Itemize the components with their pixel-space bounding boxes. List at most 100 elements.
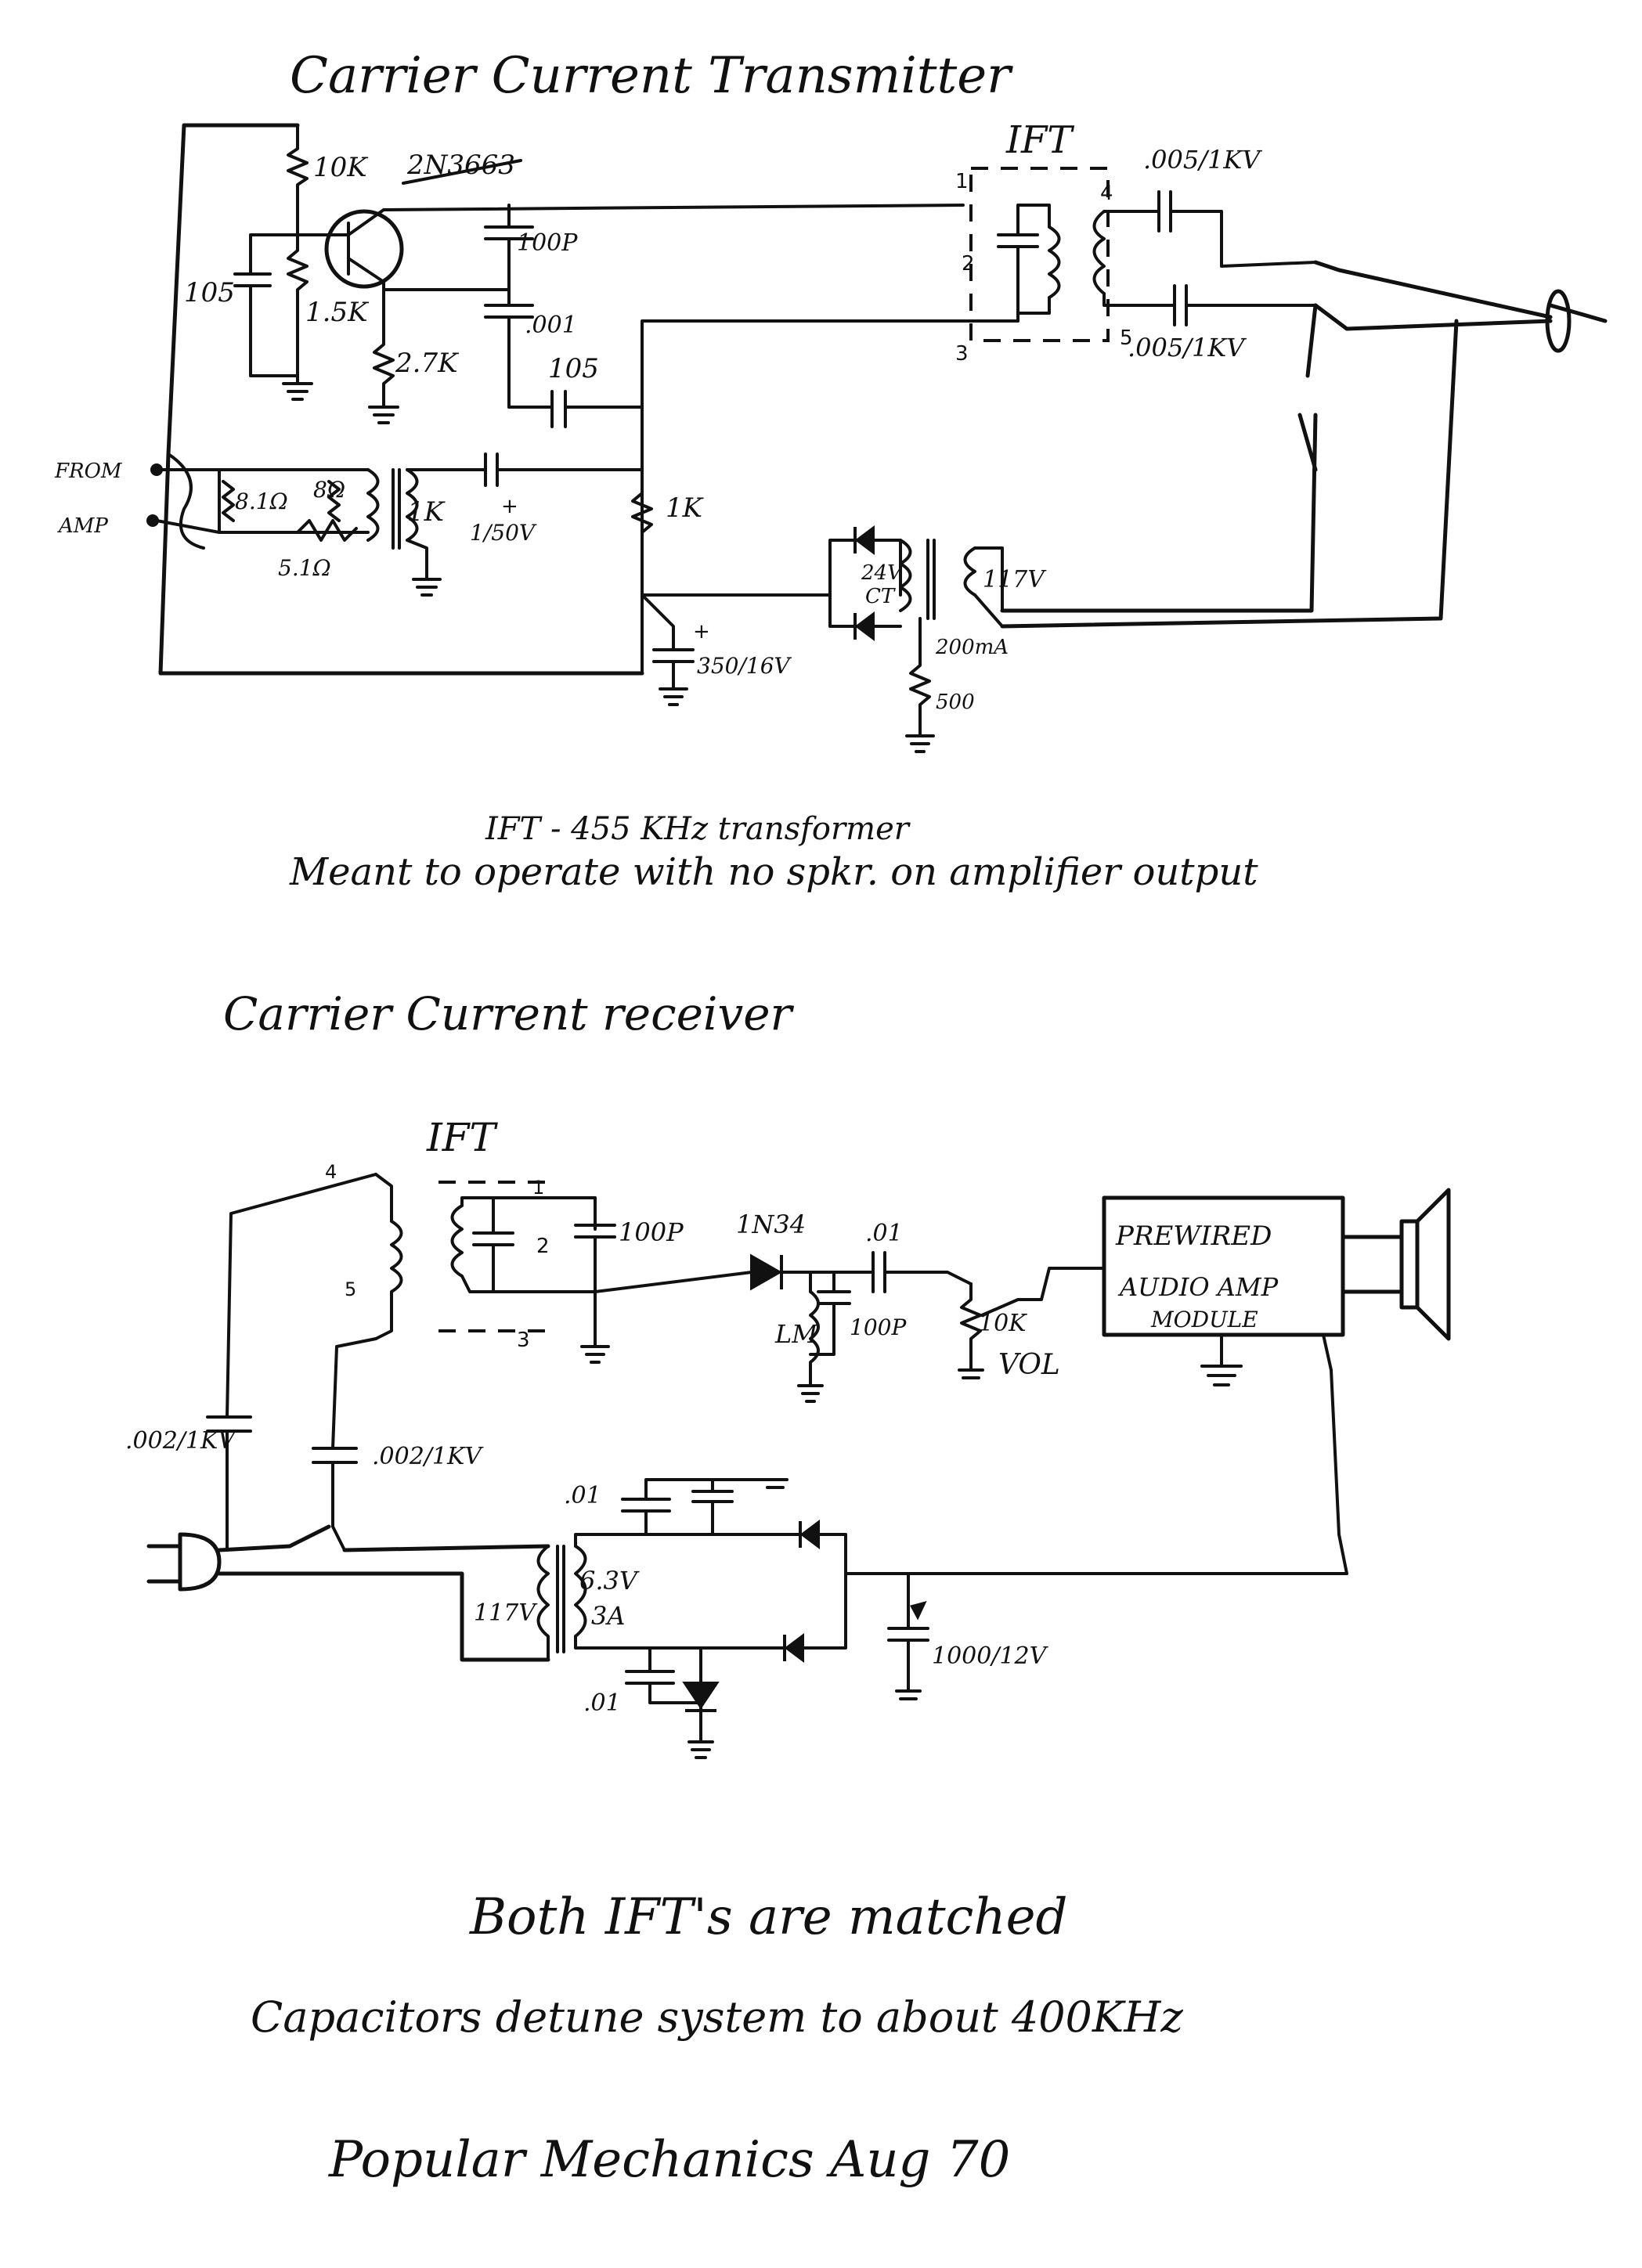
transmitter-title: Carrier Current Transmitter [290,47,1013,105]
tx-resistor-1k [631,468,653,597]
tx-output-cable [1313,260,1608,331]
tx-label-5-1: 5.1Ω [278,555,331,581]
rx-label-100p: 100P [619,1217,684,1247]
rx-label-002-b: .002/1KV [372,1443,484,1470]
tx-label-001: .001 [525,312,577,339]
rx-cap-polarity [910,1600,927,1621]
rx-diode-bottom [783,1633,804,1663]
tx-label-24v: 24V [861,561,904,585]
rx-speaker [1341,1188,1451,1341]
rx-diode-top [799,1520,820,1549]
tx-label-2-7k: 2.7K [395,348,460,379]
tx-capacitor-105b [507,390,644,428]
tx-label-ct: CT [865,585,896,608]
rx-power-switch [217,1524,550,1662]
tx-ift-pin1: 1 [955,170,969,193]
tx-input-loop [167,453,205,550]
tx-label-1-50: 1/50V [470,520,537,546]
rx-label-01-a: .01 [564,1482,601,1509]
tx-diode-bottom [853,611,875,641]
tx-ift-primary [997,204,1061,323]
rx-amp-power-wire [868,1333,1348,1575]
rx-diode-lower [682,1682,720,1712]
rx-label-1000: 1000/12V [932,1642,1049,1670]
tx-filter-cap-wire [641,593,832,706]
rx-label-01-top: .01 [865,1220,903,1247]
rx-label-6-3v: 6.3V [579,1566,640,1596]
tx-capacitor-005-bot [1102,284,1317,326]
tx-emitter-wire [368,280,511,424]
tx-resistor-8-1 [222,480,235,522]
tx-note-operate: Meant to operate with no spkr. on amplif… [289,850,1258,894]
tx-capacitor-100p [484,204,534,409]
tx-label-1k: 1K [666,492,705,524]
rx-pin3: 3 [517,1329,530,1352]
receiver-title: Carrier Current receiver [223,987,795,1040]
tx-capacitor-005-top [1102,190,1317,268]
tx-label-amp: AMP [57,514,108,538]
rx-amp-label-3: MODULE [1150,1307,1258,1332]
tx-label-200ma: 200mA [935,636,1009,659]
tx-ift-pin2: 2 [962,252,975,276]
rx-label-3a: 3A [591,1601,625,1631]
rx-pin1: 1 [532,1177,544,1199]
transmitter-diagram: Carrier Current Transmitter 10K 2N3663 1… [54,47,1608,894]
tx-resistor-500 [905,617,935,753]
rx-pin2: 2 [536,1235,550,1258]
note-source: Popular Mechanics Aug 70 [328,2131,1010,2189]
rx-ift-secondary [450,1196,597,1293]
rx-label-002-a: .002/1KV [125,1427,237,1455]
tx-label-8-1: 8.1Ω [235,489,288,514]
tx-label-from: FROM [54,460,123,483]
notes-section: Both IFT's are matched Capacitors detune… [251,1888,1183,2189]
tx-power-transformer [899,539,1004,628]
tx-transistor-2n3663 [324,209,404,289]
rx-label-1n34: 1N34 [736,1210,806,1239]
rx-capacitor-100p [574,1196,616,1364]
tx-diode-top [853,525,875,555]
rx-pin4: 4 [325,1161,337,1183]
rx-capacitor-1000 [887,1572,929,1700]
tx-ift-box [969,167,1110,342]
note-detune: Capacitors detune system to about 400KHz [251,1992,1183,2042]
tx-capacitor-1-50 [484,453,644,487]
rx-rectifier-wire [821,1533,871,1650]
tx-label-117v: 117V [983,566,1047,593]
rx-pin5: 5 [345,1278,356,1300]
tx-input-transformer [366,468,487,597]
rx-volume-pot [958,1267,1106,1379]
tx-label-350: 350/16V [697,653,792,679]
tx-left-rail [158,123,644,676]
tx-transistor-underline [402,159,522,185]
rx-label-vol: VOL [998,1349,1060,1381]
tx-note-ift: IFT - 455 KHz transformer [485,811,911,847]
tx-resistor-1-5k [282,233,313,401]
tx-label-105b: 105 [548,353,599,384]
rx-power-transformer [536,1533,824,1661]
rx-label-01-b: .01 [583,1689,621,1717]
tx-ift-pin4: 4 [1100,182,1113,205]
rx-label-ift: IFT [426,1115,498,1160]
tx-transistor-leads [347,204,965,283]
tx-label-ift: IFT [1005,118,1074,162]
tx-label-1k-transformer: 1K [407,496,446,528]
tx-label-1-5k: 1.5K [305,297,370,328]
rx-lm-choke [781,1271,871,1403]
tx-label-plus1: + [501,495,518,518]
tx-ift-pin3: 3 [955,342,969,366]
rx-capacitor-01-b [625,1646,714,1759]
tx-ift-pin5: 5 [1120,326,1133,350]
rx-ift-box [438,1181,548,1332]
tx-resistor-8 [327,480,341,522]
rx-ac-plug [146,1532,222,1592]
rx-label-lm: LM [774,1319,818,1349]
tx-label-plus2: + [693,620,710,644]
rx-capacitor-002-b [312,1337,377,1552]
tx-label-100p: 100P [517,229,578,257]
rx-capacitor-01-top [868,1251,973,1293]
rx-capacitor-002-a [206,1173,377,1552]
rx-amp-label-1: PREWIRED [1115,1221,1272,1252]
rx-amp-label-2: AUDIO AMP [1117,1272,1279,1302]
tx-ac-plug [1545,289,1572,353]
